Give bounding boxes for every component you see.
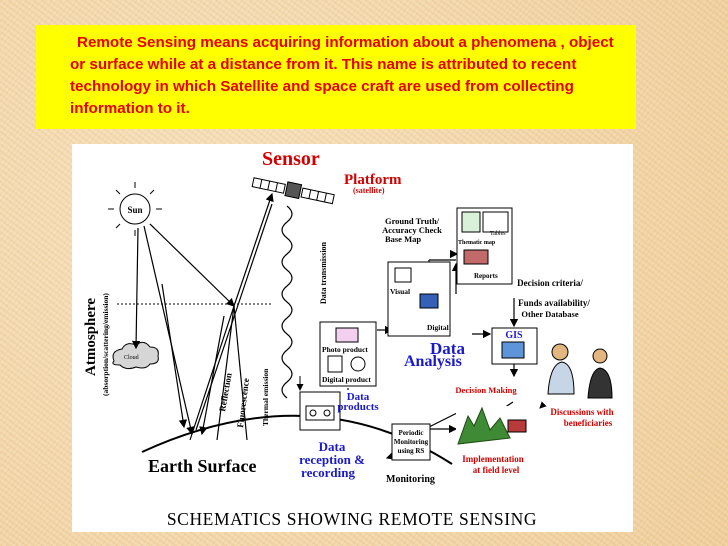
decision-making-label: Decision Making — [455, 385, 517, 395]
data-products-label-1: Data — [347, 391, 370, 403]
ground-truth-label-2: Accuracy Check — [382, 225, 442, 235]
implementation-label-2: at field level — [473, 465, 520, 475]
data-analysis-label-1: Data — [430, 339, 465, 358]
data-products-label-2: products — [337, 401, 379, 413]
data-transmission-label: Data transmission — [319, 241, 328, 304]
digital-product-label: Digital product — [322, 375, 371, 384]
thematic-map-label: Thematic map — [458, 240, 496, 246]
gis-label: GIS — [505, 330, 523, 341]
reflection-label: Reflection — [217, 372, 234, 412]
ground-truth-label-3: Base Map — [385, 234, 421, 244]
digital-label: Digital — [427, 323, 449, 332]
definition-callout: Remote Sensing means acquiring informati… — [36, 25, 636, 129]
thermal-emission-label: Thermal emission — [261, 368, 270, 426]
reports-label: Reports — [474, 272, 498, 280]
monitoring-label: Monitoring — [386, 474, 435, 485]
visual-icon — [394, 267, 412, 283]
decision-criteria-label-3: Other Database — [521, 309, 578, 319]
cd-icon — [350, 356, 366, 372]
periodic-monitoring-label-2: Monitoring — [394, 438, 429, 446]
atmosphere-label: Atmosphere — [83, 298, 99, 376]
sensor-label: Sensor — [262, 148, 320, 170]
data-analysis-label-2: Analysis — [404, 353, 462, 370]
gis-computer-icon — [501, 341, 525, 359]
discussions-label-2: beneficiaries — [564, 418, 613, 428]
satellite-icon — [251, 177, 335, 205]
reports-icon — [463, 249, 489, 265]
thematic-map-icon — [461, 211, 481, 233]
field-illustration — [456, 406, 530, 450]
platform-sub-label: (satellite) — [353, 186, 385, 195]
photo-icon — [335, 327, 359, 343]
decision-criteria-label-2: Funds availability/ — [518, 298, 590, 308]
diagram-title: SCHEMATICS SHOWING REMOTE SENSING — [167, 509, 537, 529]
definition-text: Remote Sensing means acquiring informati… — [70, 34, 614, 117]
periodic-monitoring-box — [391, 423, 431, 461]
computer-icon — [419, 293, 439, 309]
earth-surface-label: Earth Surface — [148, 456, 256, 476]
data-reception-label-1: Data — [319, 439, 346, 454]
decision-criteria-label-1: Decision criteria/ — [517, 278, 583, 288]
ground-station-icon — [299, 391, 341, 431]
photo-product-label: Photo product — [322, 345, 368, 354]
data-reception-label-3: recording — [301, 465, 355, 480]
ground-truth-label-1: Ground Truth/ — [385, 216, 440, 226]
cloud-label: Cloud — [124, 355, 139, 361]
people-illustration — [542, 334, 618, 399]
data-transmission-wave — [281, 205, 293, 399]
cloud-icon — [112, 341, 159, 370]
visual-label: Visual — [390, 287, 410, 296]
disk-icon — [327, 355, 343, 373]
data-reception-label-2: reception & — [299, 452, 365, 467]
platform-label: Platform — [344, 172, 402, 188]
tables-icon — [482, 211, 509, 233]
tables-label: Tables — [490, 231, 506, 237]
periodic-monitoring-label-1: Periodic — [399, 429, 424, 437]
sun-label: Sun — [127, 205, 142, 215]
atmosphere-sub-label: (absorption/scattering/emission) — [101, 293, 110, 396]
periodic-monitoring-label-3: using RS — [398, 447, 425, 455]
implementation-label-1: Implementation — [462, 454, 524, 464]
remote-sensing-diagram: Sun Sensor Platform (satellite) Atmosphe… — [72, 144, 633, 532]
radiation-paths — [131, 192, 274, 441]
discussions-label-1: Discussions with — [550, 407, 613, 417]
